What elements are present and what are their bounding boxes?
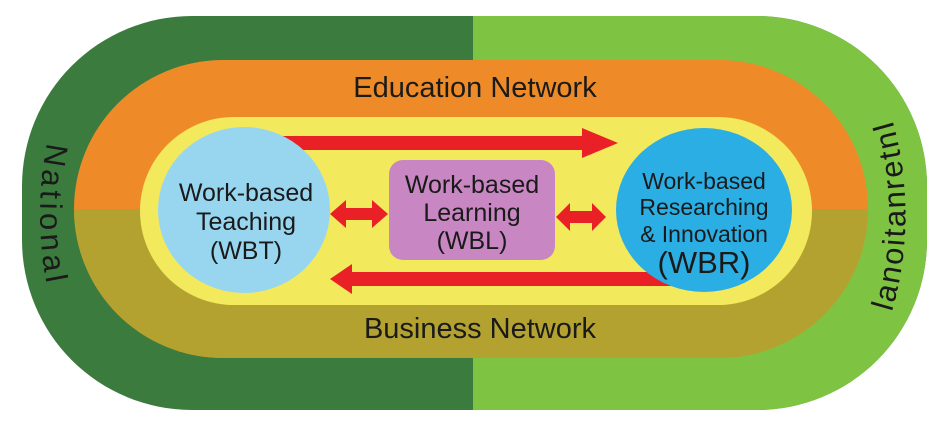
wbr-node xyxy=(616,128,792,292)
wbt-node xyxy=(158,127,330,293)
arrow-wbl-wbr-icon xyxy=(556,203,606,231)
wbl-label-line3: (WBL) xyxy=(437,227,508,255)
wbt-label-line3: (WBT) xyxy=(210,237,282,265)
business-network-label: Business Network xyxy=(364,313,597,345)
wbl-node xyxy=(389,160,555,260)
education-network-label: Education Network xyxy=(353,72,597,104)
wbr-label-line4: (WBR) xyxy=(658,245,751,280)
wbt-label-line2: Teaching xyxy=(196,208,296,236)
wbl-label-line1: Work-based xyxy=(405,171,539,199)
wbr-label-line1: Work-based xyxy=(642,168,766,194)
wbr-label-line3: & Innovation xyxy=(640,221,768,247)
national-curved-label: National xyxy=(33,141,75,288)
wbr-label-line2: Researching xyxy=(639,194,768,220)
wbt-label-line1: Work-based xyxy=(179,179,313,207)
arrow-top-right-icon xyxy=(262,128,618,158)
wbl-label-line2: Learning xyxy=(423,199,520,227)
arrow-wbt-wbl-icon xyxy=(330,200,388,228)
arrow-bottom-left-icon xyxy=(330,264,690,294)
